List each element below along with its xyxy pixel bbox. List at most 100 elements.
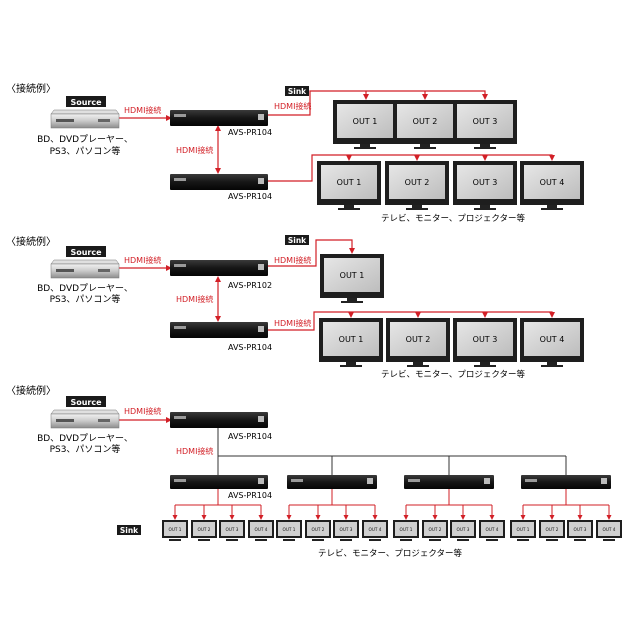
output-label: OUT 2: [546, 527, 559, 532]
output-label: OUT 4: [486, 527, 499, 532]
monitor-screen: [452, 522, 474, 536]
splitter-device-icon: [170, 174, 268, 190]
source-caption-line1: BD、DVDプレーヤー、: [37, 433, 133, 444]
monitor-icon: OUT 3: [453, 318, 517, 367]
monitor-stand: [486, 539, 498, 541]
source-badge: Source: [66, 96, 106, 107]
example-section-3: 〈接続例〉 Source BD、DVDプレーヤー、 PS3、パソコン等 HDMI…: [6, 384, 622, 559]
monitor-stand: [400, 539, 412, 541]
example-section-1: 〈接続例〉 Source: [6, 82, 584, 224]
hdmi-label: HDMI接続: [176, 294, 213, 304]
hdmi-label: HDMI接続: [124, 406, 161, 416]
output-label: OUT 2: [413, 117, 438, 126]
example-heading: 〈接続例〉: [6, 235, 56, 248]
splitter-device-icon: [170, 110, 268, 126]
monitor-screen: [541, 522, 563, 536]
hdmi-wire-arrow: [258, 515, 264, 520]
monitor-icon: OUT 2: [191, 520, 217, 541]
output-label: OUT 1: [400, 527, 413, 532]
output-label: OUT 3: [473, 178, 498, 187]
monitor-icon: OUT 2: [385, 161, 449, 210]
hdmi-wire-arrow: [286, 515, 292, 520]
splitter-device-icon: [170, 322, 268, 338]
source-badge: Source: [66, 246, 106, 257]
monitor-stand: [429, 539, 441, 541]
output-label: OUT 1: [340, 271, 365, 280]
monitor-icon: OUT 1: [393, 520, 419, 541]
sink-label: Sink: [288, 87, 307, 96]
monitor-stand: [369, 539, 381, 541]
monitor-icon: OUT 1: [510, 520, 536, 541]
output-label: OUT 1: [169, 527, 182, 532]
sink-label: Sink: [120, 526, 139, 535]
hdmi-wire-arrow: [201, 515, 207, 520]
monitor-screen: [307, 522, 329, 536]
monitor-icon: OUT 3: [333, 520, 359, 541]
monitor-icon: OUT 1: [319, 318, 383, 367]
monitor-screen: [164, 522, 186, 536]
monitor-icon: OUT 1: [333, 100, 397, 149]
monitor-icon: OUT 3: [453, 100, 517, 149]
monitor-stand: [169, 539, 181, 541]
monitor-icon: OUT 3: [450, 520, 476, 541]
output-label: OUT 1: [337, 178, 362, 187]
output-label: OUT 4: [255, 527, 268, 532]
monitor-icon: OUT 2: [305, 520, 331, 541]
monitor-screen: [221, 522, 243, 536]
splitter-device-icon: [170, 412, 268, 428]
hdmi-label: HDMI接続: [274, 318, 311, 328]
monitor-stand: [226, 539, 238, 541]
sink-caption: テレビ、モニター、プロジェクター等: [381, 369, 526, 380]
sink-label: Sink: [288, 236, 307, 245]
device-model-label: AVS-PR104: [228, 491, 272, 500]
hdmi-wire-arrow: [315, 515, 321, 520]
bd-player-icon: [50, 409, 120, 429]
hdmi-wire-arrow: [432, 515, 438, 520]
output-label: OUT 2: [406, 335, 431, 344]
hdmi-label: HDMI接続: [176, 446, 213, 456]
monitor-icon: OUT 2: [422, 520, 448, 541]
source-label: Source: [70, 98, 102, 107]
hdmi-wire-arrows: [166, 248, 555, 322]
device-model-label: AVS-PR102: [228, 281, 272, 290]
hdmi-wire-arrow: [343, 515, 349, 520]
output-label: OUT 3: [340, 527, 353, 532]
monitor-icon: OUT 4: [596, 520, 622, 541]
output-label: OUT 1: [353, 117, 378, 126]
hdmi-wire-arrows: [166, 417, 172, 423]
source-badge: Source: [66, 396, 106, 407]
source-caption-line2: PS3、パソコン等: [50, 145, 121, 157]
monitor-screen: [395, 522, 417, 536]
monitor-screen: [364, 522, 386, 536]
monitor-screen: [193, 522, 215, 536]
monitor-icon: OUT 4: [362, 520, 388, 541]
monitor-icon: OUT 4: [479, 520, 505, 541]
monitor-screen: [569, 522, 591, 536]
sink-badge: Sink: [285, 86, 309, 96]
output-label: OUT 3: [473, 117, 498, 126]
output-label: OUT 1: [517, 527, 530, 532]
hdmi-label: HDMI接続: [176, 145, 213, 155]
monitor-screen: [335, 522, 357, 536]
source-caption-line2: PS3、パソコン等: [50, 443, 121, 455]
output-label: OUT 1: [339, 335, 364, 344]
monitor-stand: [255, 539, 267, 541]
monitor-icon: OUT 2: [393, 100, 457, 149]
monitor-stand: [517, 539, 529, 541]
splitter-device-icon: [287, 475, 377, 489]
monitor-icon: OUT 2: [386, 318, 450, 367]
source-caption-line1: BD、DVDプレーヤー、: [37, 134, 133, 145]
output-label: OUT 4: [540, 178, 565, 187]
device-model-label: AVS-PR104: [228, 192, 272, 201]
example-heading: 〈接続例〉: [6, 384, 56, 397]
hdmi-label: HDMI接続: [124, 105, 161, 115]
sink-badge: Sink: [117, 525, 141, 535]
output-label: OUT 4: [603, 527, 616, 532]
hdmi-wire-arrows: [166, 94, 555, 174]
hdmi-label: HDMI接続: [274, 255, 311, 265]
output-label: OUT 3: [574, 527, 587, 532]
monitor-stand: [312, 539, 324, 541]
hdmi-wire-arrow: [549, 515, 555, 520]
